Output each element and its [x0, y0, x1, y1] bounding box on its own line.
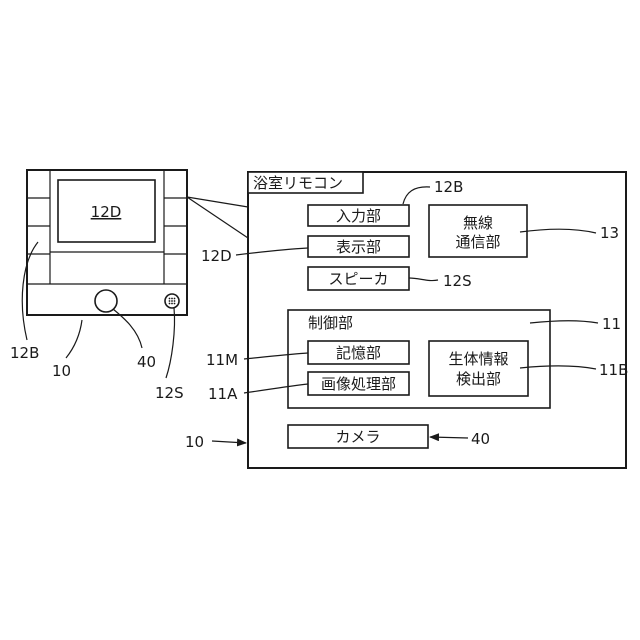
input-unit-label: 入力部 [336, 207, 381, 225]
ref-11: 11 [602, 315, 621, 333]
callout-line-12s [166, 308, 175, 378]
block-diagram: 浴室リモコン 入力部 12B 表示部 12D スピーカ 12S 無線 通信部 1… [185, 172, 628, 468]
ref-11b: 11B [599, 361, 628, 379]
control-unit-label: 制御部 [308, 314, 353, 332]
speaker-label: スピーカ [328, 270, 388, 288]
ref-13: 13 [600, 224, 619, 242]
camera-label: カメラ [335, 428, 380, 446]
speaker-grille-icon [165, 294, 179, 308]
display-unit-label: 表示部 [336, 238, 381, 256]
arrow-10 [212, 441, 246, 443]
callout-10: 10 [52, 362, 71, 380]
bio-label-line2: 検出部 [456, 370, 501, 388]
camera-lens-icon [95, 290, 117, 312]
ref-11a: 11A [208, 385, 238, 403]
ref-12b: 12B [434, 178, 463, 196]
block-title: 浴室リモコン [253, 174, 343, 192]
callout-40: 40 [137, 353, 156, 371]
image-processing-unit-label: 画像処理部 [321, 375, 396, 393]
ref-40: 40 [471, 430, 490, 448]
wireless-label-line2: 通信部 [455, 233, 500, 251]
wireless-label-line1: 無線 [463, 214, 493, 232]
callout-12b: 12B [10, 344, 39, 362]
ref-12d: 12D [201, 247, 232, 265]
screen-label: 12D [91, 203, 122, 221]
bio-label-line1: 生体情報 [448, 350, 508, 368]
zoom-line-lower [187, 197, 248, 207]
ref-12s: 12S [443, 272, 472, 290]
ref-11m: 11M [206, 351, 238, 369]
zoom-line-upper [187, 197, 248, 238]
ref-10: 10 [185, 433, 204, 451]
memory-unit-label: 記憶部 [336, 344, 381, 362]
callout-line-10 [66, 320, 82, 358]
callout-12s: 12S [155, 384, 184, 402]
